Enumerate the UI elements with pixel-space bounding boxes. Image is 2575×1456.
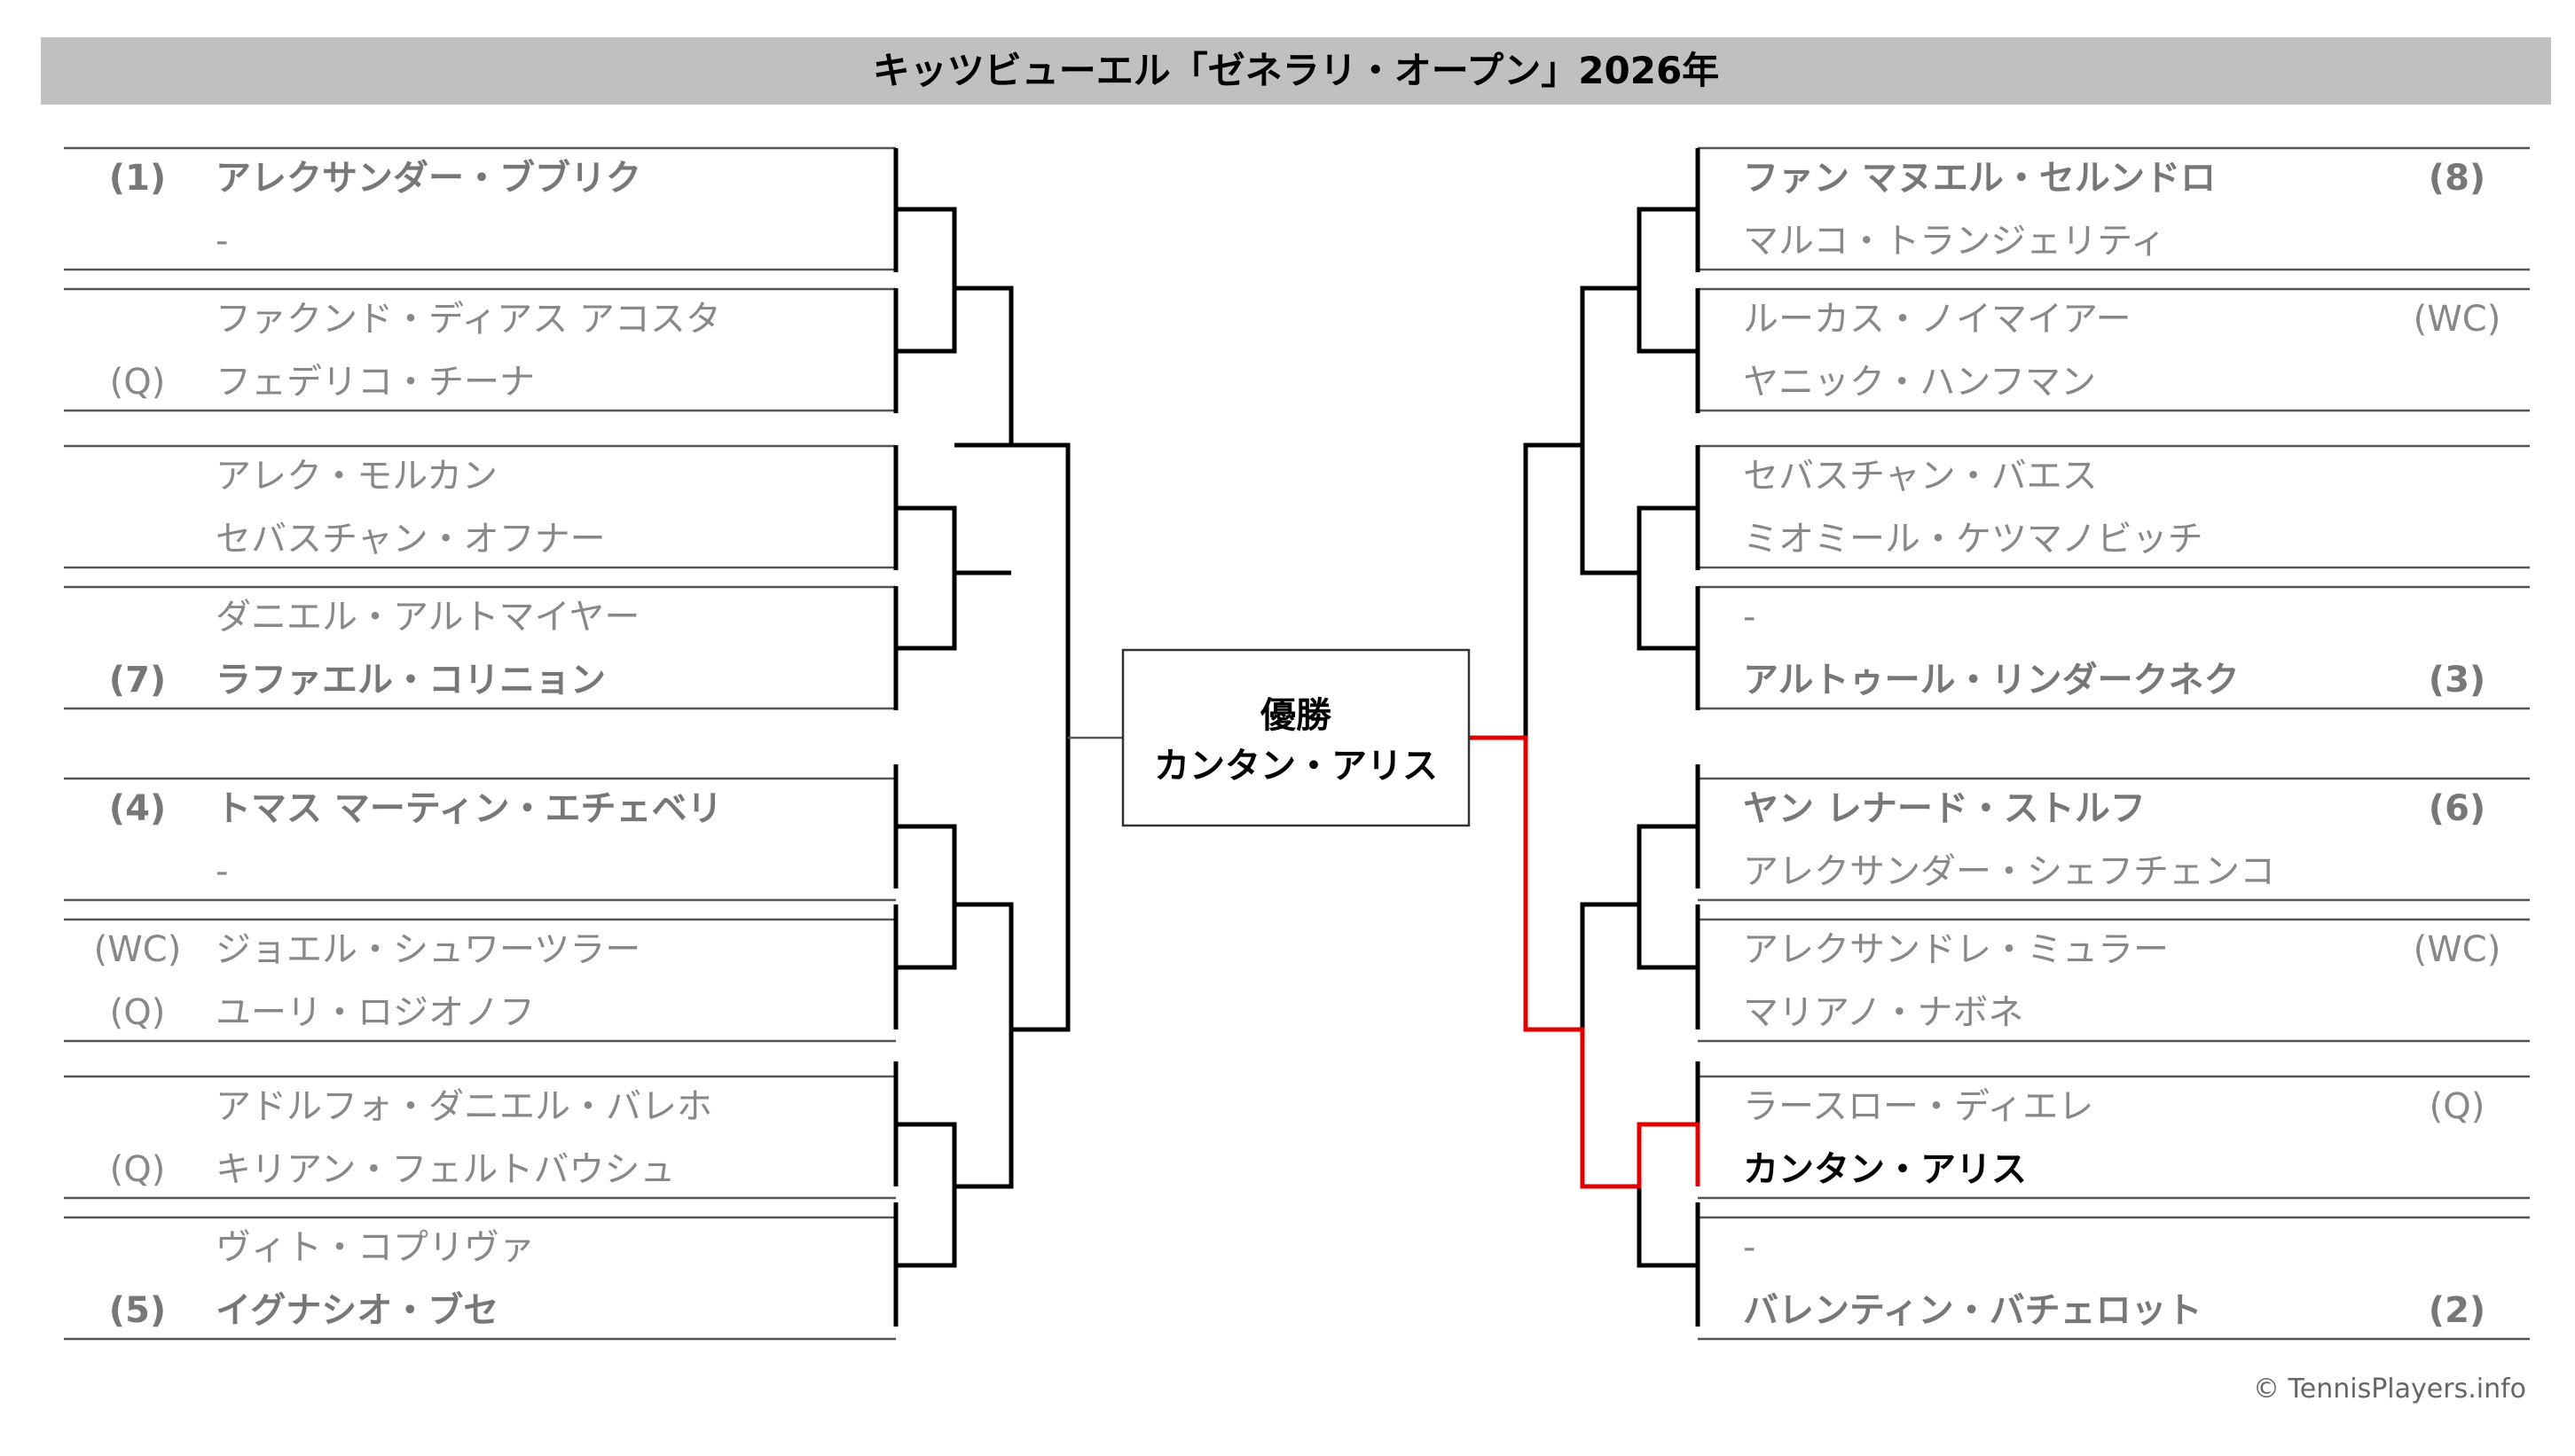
right-player-name: - bbox=[1743, 597, 1755, 638]
right-player-seed: (WC) bbox=[2414, 299, 2501, 340]
right-player-seed: (8) bbox=[2429, 158, 2485, 199]
left-player-name: ヴィト・コプリヴァ bbox=[216, 1227, 535, 1268]
right-bracket-lines bbox=[1469, 146, 2530, 1341]
left-bracket-connector bbox=[954, 902, 1014, 1189]
left-player-name: アドルフォ・ダニエル・バレホ bbox=[216, 1086, 712, 1127]
left-player-name: ユーリ・ロジオノフ bbox=[216, 992, 535, 1033]
right-player-seed: (Q) bbox=[2430, 1086, 2485, 1127]
left-player-seed: (5) bbox=[109, 1290, 166, 1331]
left-bracket-lines bbox=[64, 146, 1123, 1341]
right-bracket-connector bbox=[1580, 286, 1639, 575]
left-bracket-connector bbox=[954, 286, 1014, 448]
right-player-name: セバスチャン・バエス bbox=[1743, 456, 2098, 497]
right-bracket-connector bbox=[1637, 207, 1698, 354]
right-player-name: ルーカス・ノイマイアー bbox=[1743, 299, 2131, 340]
right-bracket-connector bbox=[1580, 902, 1639, 1186]
left-bracket-connector bbox=[896, 824, 957, 970]
left-bracket-connector bbox=[896, 505, 957, 651]
right-player-seed: (2) bbox=[2429, 1290, 2485, 1331]
right-bracket-connector bbox=[1523, 442, 1582, 738]
champion-name: カンタン・アリス bbox=[1154, 746, 1438, 787]
champion-path bbox=[1469, 735, 1700, 1189]
left-bracket-connector bbox=[896, 1122, 957, 1268]
right-player-seed: (WC) bbox=[2414, 929, 2501, 970]
left-player-name: イグナシオ・ブセ bbox=[216, 1290, 499, 1331]
left-player-name: フェデリコ・チーナ bbox=[216, 362, 535, 403]
right-player-name: バレンティン・バチェロット bbox=[1743, 1290, 2202, 1331]
left-player-name: - bbox=[216, 221, 228, 262]
right-player-name: ラースロー・ディエレ bbox=[1743, 1086, 2093, 1127]
right-bracket-connector bbox=[1637, 1124, 1698, 1268]
left-player-name: - bbox=[216, 851, 228, 892]
right-player-name: アルトゥール・リンダークネク bbox=[1743, 660, 2240, 701]
left-bracket-players: アレクサンダー・ブブリク (1) - ファクンド・ディアス アコスタフェデリコ・チーナ… bbox=[94, 158, 723, 1331]
right-player-name: アレクサンドレ・ミュラー bbox=[1743, 929, 2169, 970]
left-player-name: ダニエル・アルトマイヤー bbox=[216, 597, 640, 638]
left-player-name: ラファエル・コリニョン bbox=[216, 660, 606, 701]
left-player-seed: (Q) bbox=[110, 992, 166, 1033]
left-player-name: キリアン・フェルトバウシュ bbox=[216, 1149, 675, 1190]
right-player-name: ファン マヌエル・セルンドロ bbox=[1743, 158, 2216, 199]
left-player-name: トマス マーティン・エチェベリ bbox=[216, 788, 723, 829]
left-player-name: ファクンド・ディアス アコスタ bbox=[216, 299, 721, 340]
right-bracket-players: ファン マヌエル・セルンドロ (8) マルコ・トランジェリティルーカス・ノイマイアー… bbox=[1743, 158, 2500, 1331]
left-player-seed: (7) bbox=[109, 660, 166, 701]
copyright: © TennisPlayers.info bbox=[2253, 1374, 2526, 1405]
right-player-name: カンタン・アリス bbox=[1743, 1149, 2027, 1190]
right-bracket-connector bbox=[1637, 824, 1698, 970]
champion-box bbox=[1121, 648, 1471, 827]
left-player-seed: (Q) bbox=[110, 362, 166, 403]
right-player-name: マルコ・トランジェリティ bbox=[1743, 221, 2166, 262]
left-player-seed: (Q) bbox=[110, 1149, 166, 1190]
right-player-name: - bbox=[1743, 1227, 1755, 1268]
page-title: キッツビューエル「ゼネラリ・オープン」2026年 bbox=[873, 49, 1719, 92]
champion-label: 優勝 bbox=[1260, 695, 1332, 736]
left-player-seed: (1) bbox=[109, 158, 166, 199]
right-player-name: ヤン レナード・ストルフ bbox=[1743, 788, 2146, 829]
left-bracket-connector bbox=[1011, 442, 1071, 1032]
left-player-seed: (4) bbox=[109, 788, 166, 829]
left-player-name: アレクサンダー・ブブリク bbox=[216, 158, 641, 199]
right-player-name: マリアノ・ナボネ bbox=[1743, 992, 2023, 1033]
right-player-name: アレクサンダー・シェフチェンコ bbox=[1743, 851, 2275, 892]
title-bar bbox=[41, 37, 2551, 105]
left-player-name: セバスチャン・オフナー bbox=[216, 519, 606, 560]
right-player-name: ヤニック・ハンフマン bbox=[1743, 362, 2096, 403]
right-player-seed: (6) bbox=[2429, 788, 2485, 829]
left-player-name: ジョエル・シュワーツラー bbox=[216, 929, 640, 970]
left-player-seed: (WC) bbox=[94, 929, 182, 970]
right-bracket-connector bbox=[1637, 505, 1698, 651]
right-player-seed: (3) bbox=[2429, 660, 2485, 701]
right-player-name: ミオミール・ケツマノビッチ bbox=[1743, 519, 2203, 560]
left-bracket-connector bbox=[896, 207, 957, 354]
left-player-name: アレク・モルカン bbox=[216, 456, 498, 497]
